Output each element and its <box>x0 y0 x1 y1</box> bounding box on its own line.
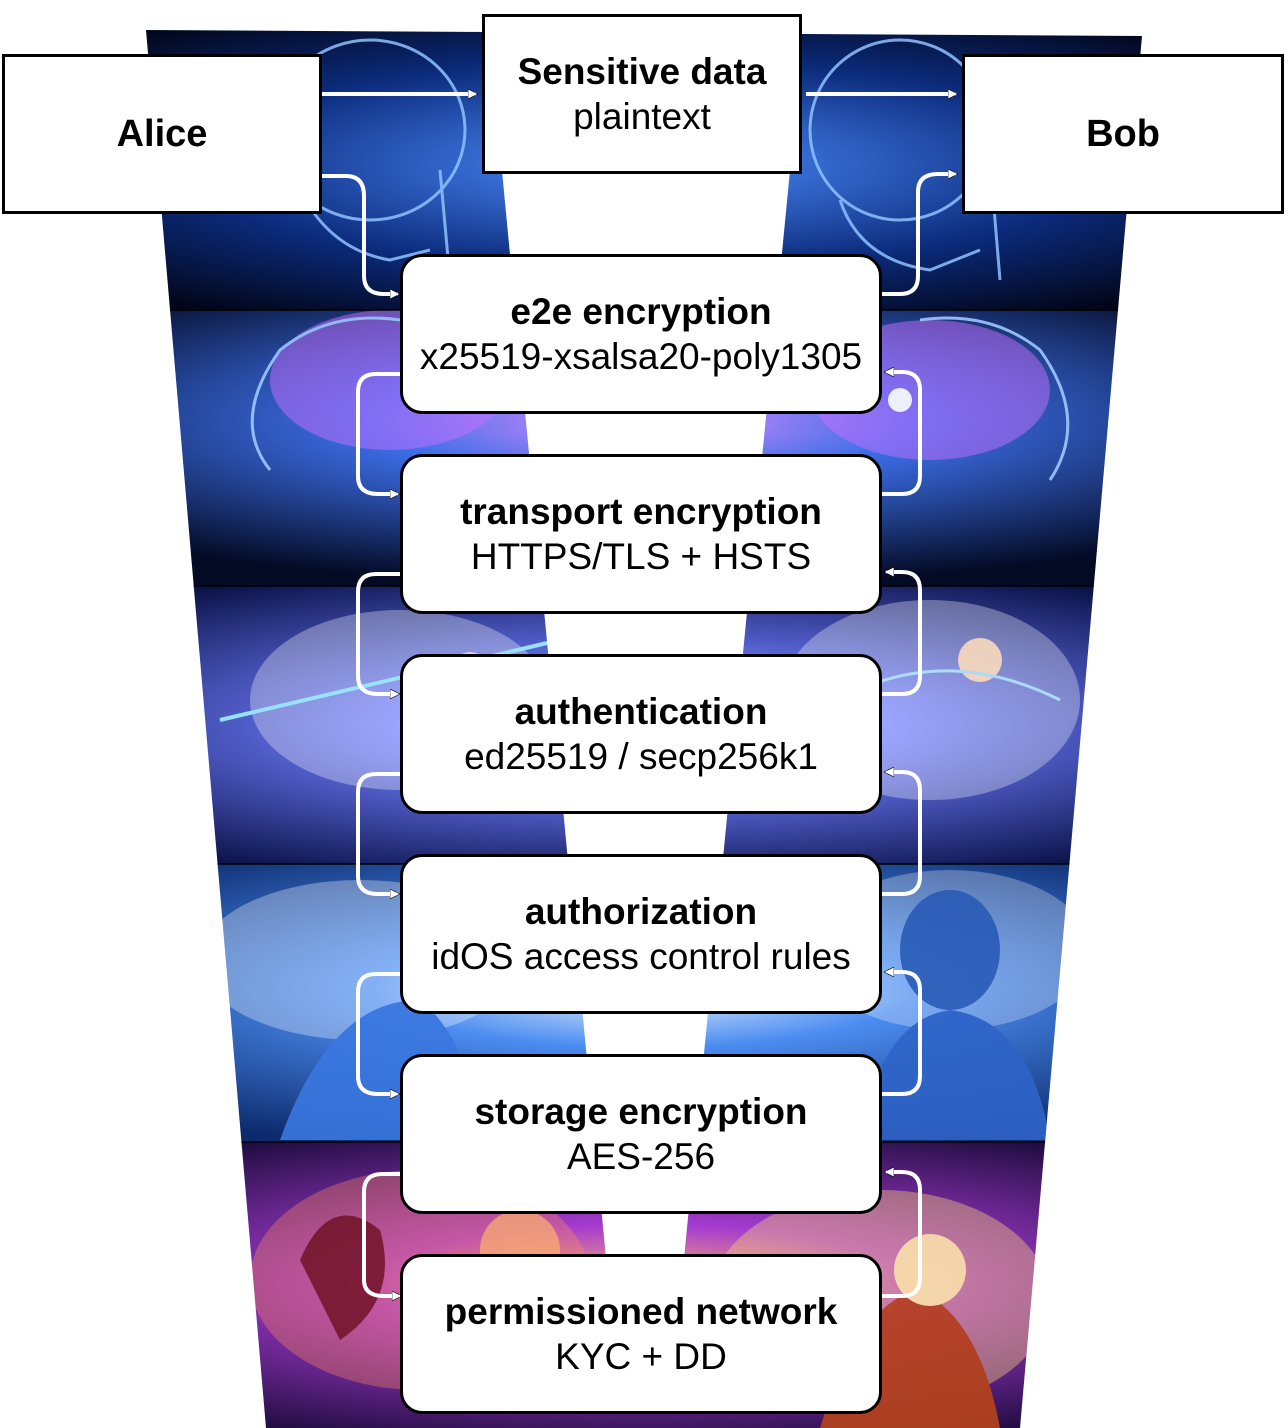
layer-subtitle: x25519-xsalsa20-poly1305 <box>419 336 863 377</box>
layer-authorization: authorization idOS access control rules <box>400 854 882 1014</box>
bob-box: Bob <box>962 54 1284 214</box>
alice-box: Alice <box>2 54 322 214</box>
sensitive-data-subtitle: plaintext <box>573 96 711 137</box>
layer-storage-encryption: storage encryption AES-256 <box>400 1054 882 1214</box>
layer-subtitle: idOS access control rules <box>431 936 851 977</box>
layer-permissioned-network: permissioned network KYC + DD <box>400 1254 882 1414</box>
layer-subtitle: ed25519 / secp256k1 <box>464 736 818 777</box>
layer-subtitle: HTTPS/TLS + HSTS <box>470 536 812 577</box>
layer-transport-encryption: transport encryption HTTPS/TLS + HSTS <box>400 454 882 614</box>
layer-title: permissioned network <box>444 1290 838 1332</box>
layer-title: authentication <box>514 690 768 732</box>
layer-title: authorization <box>524 890 758 932</box>
sensitive-data-box: Sensitive data plaintext <box>482 14 802 174</box>
alice-label: Alice <box>116 112 208 155</box>
layer-title: transport encryption <box>460 490 822 532</box>
layer-subtitle: AES-256 <box>566 1136 716 1177</box>
layer-title: storage encryption <box>474 1090 808 1132</box>
bob-label: Bob <box>1086 112 1160 155</box>
layer-e2e-encryption: e2e encryption x25519-xsalsa20-poly1305 <box>400 254 882 414</box>
layer-subtitle: KYC + DD <box>555 1336 727 1377</box>
sensitive-data-title: Sensitive data <box>517 50 767 92</box>
layer-authentication: authentication ed25519 / secp256k1 <box>400 654 882 814</box>
layer-title: e2e encryption <box>510 290 772 332</box>
